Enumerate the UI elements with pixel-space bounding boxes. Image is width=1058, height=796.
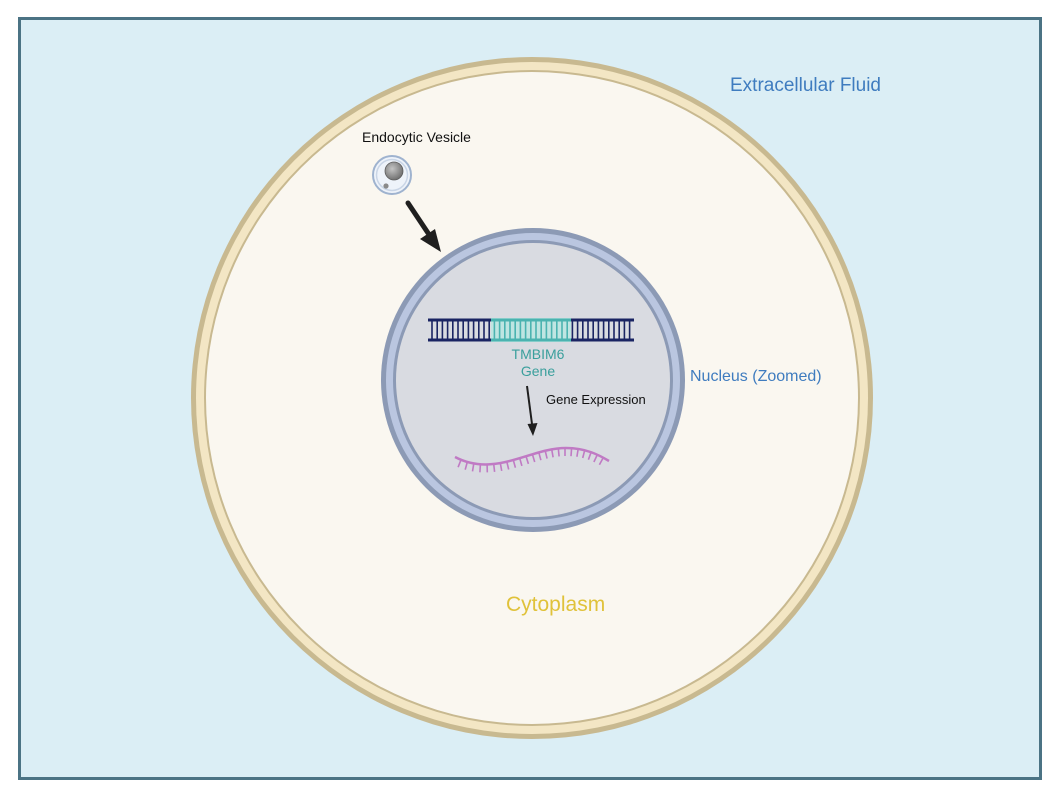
- mrna-strand-icon: [454, 446, 610, 473]
- gene-name-label: TMBIM6: [511, 346, 565, 362]
- uptake-arrow: [405, 200, 441, 252]
- dna-double-helix-icon: [428, 318, 634, 342]
- cytoplasm-label: Cytoplasm: [506, 593, 606, 616]
- endocytic-vesicle-label: Endocytic Vesicle: [362, 129, 471, 145]
- gene-expression-arrow: [526, 385, 538, 436]
- gene-expression-label: Gene Expression: [546, 392, 646, 407]
- gene-label: TMBIM6 Gene: [488, 346, 588, 380]
- nucleus-label: Nucleus (Zoomed): [690, 368, 822, 385]
- endocytic-vesicle-icon: [372, 155, 412, 195]
- nucleoplasm: [396, 243, 670, 517]
- extracellular-fluid-label: Extracellular Fluid: [730, 75, 881, 96]
- gene-word-label: Gene: [520, 363, 556, 379]
